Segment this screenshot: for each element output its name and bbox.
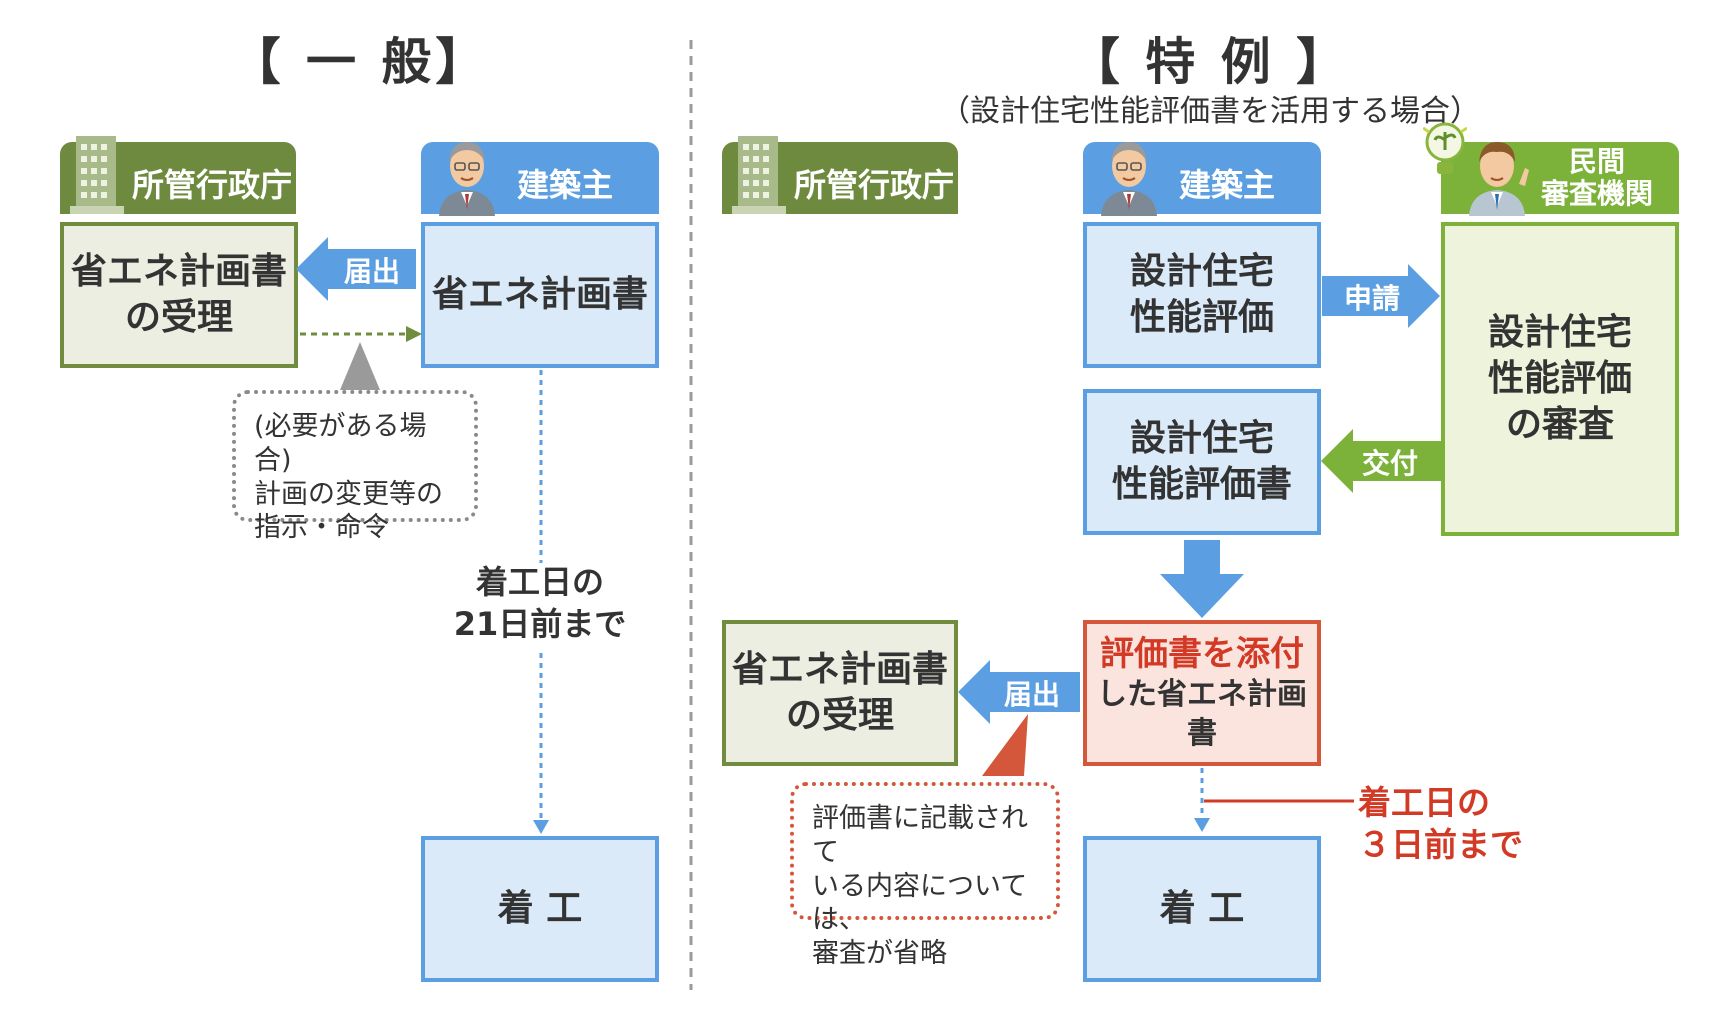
building-icon bbox=[70, 136, 124, 214]
general-energy-plan-box: 省エネ計画書 bbox=[421, 222, 659, 368]
special-attached-plan-rest: した省エネ計画書 bbox=[1097, 677, 1307, 751]
special-note: 評価書に記載されて いる内容については、 審査が省略 bbox=[790, 782, 1060, 969]
general-deadline: 着工日の 21日前まで bbox=[453, 563, 627, 643]
person-icon bbox=[1101, 142, 1157, 216]
person-icon bbox=[1469, 142, 1529, 216]
special-deadline-line bbox=[1204, 799, 1354, 803]
special-eval-doc-box: 設計住宅 性能評価書 bbox=[1083, 389, 1321, 535]
general-gov-label: 所管行政庁 bbox=[132, 166, 293, 204]
general-submit-label: 届出 bbox=[343, 255, 400, 288]
general-submit-arrow bbox=[296, 237, 416, 301]
general-owner-label: 建築主 bbox=[517, 166, 614, 204]
special-private-header: 民間 審査機関 bbox=[1423, 122, 1679, 216]
special-subtitle: （設計住宅性能評価書を活用する場合） bbox=[940, 94, 1480, 129]
general-title: 【 一 般】 bbox=[230, 33, 490, 91]
general-start-box: 着 工 bbox=[421, 836, 659, 982]
building-icon bbox=[732, 136, 786, 214]
special-gov-receipt-box: 省エネ計画書 の受理 bbox=[722, 620, 958, 766]
lightbulb-icon bbox=[1423, 122, 1467, 174]
special-note-pointer bbox=[982, 714, 1028, 776]
general-owner-header: 建築主 bbox=[421, 142, 659, 216]
special-attached-plan-box: 評価書を添付 した省エネ計画書 bbox=[1083, 620, 1321, 766]
special-private-label: 民間 審査機関 bbox=[1541, 145, 1654, 211]
special-title: 【 特 例 】 bbox=[1069, 33, 1351, 91]
special-start-box: 着 工 bbox=[1083, 836, 1321, 982]
special-owner-label: 建築主 bbox=[1179, 166, 1276, 204]
special-owner-header: 建築主 bbox=[1083, 142, 1321, 216]
section-divider bbox=[689, 40, 693, 990]
general-gov-header: 所管行政庁 bbox=[60, 136, 296, 214]
special-design-eval-box: 設計住宅 性能評価 bbox=[1083, 222, 1321, 368]
general-note-pointer bbox=[340, 342, 380, 390]
general-gov-receipt-box: 省エネ計画書 の受理 bbox=[60, 222, 298, 368]
general-note: (必要がある場合) 計画の変更等の 指示・命令 bbox=[232, 390, 478, 543]
special-apply-label: 申請 bbox=[1343, 282, 1400, 315]
special-submit-label: 届出 bbox=[1003, 678, 1060, 711]
special-issue-arrow bbox=[1321, 429, 1441, 493]
special-issue-label: 交付 bbox=[1361, 447, 1418, 480]
special-attached-plan-highlight: 評価書を添付 bbox=[1100, 633, 1304, 674]
special-timeline-connector bbox=[1194, 768, 1210, 832]
person-icon bbox=[439, 142, 495, 216]
special-gov-label: 所管行政庁 bbox=[794, 166, 955, 204]
special-review-box: 設計住宅 性能評価 の審査 bbox=[1441, 222, 1679, 536]
special-down-arrow bbox=[1160, 540, 1244, 618]
special-apply-arrow bbox=[1322, 264, 1440, 328]
general-instruction-arrow bbox=[300, 326, 422, 342]
special-submit-arrow bbox=[958, 660, 1080, 724]
special-gov-header: 所管行政庁 bbox=[722, 136, 958, 214]
general-timeline-connector bbox=[533, 370, 549, 834]
special-deadline: 着工日の ３日前まで bbox=[1358, 783, 1523, 865]
